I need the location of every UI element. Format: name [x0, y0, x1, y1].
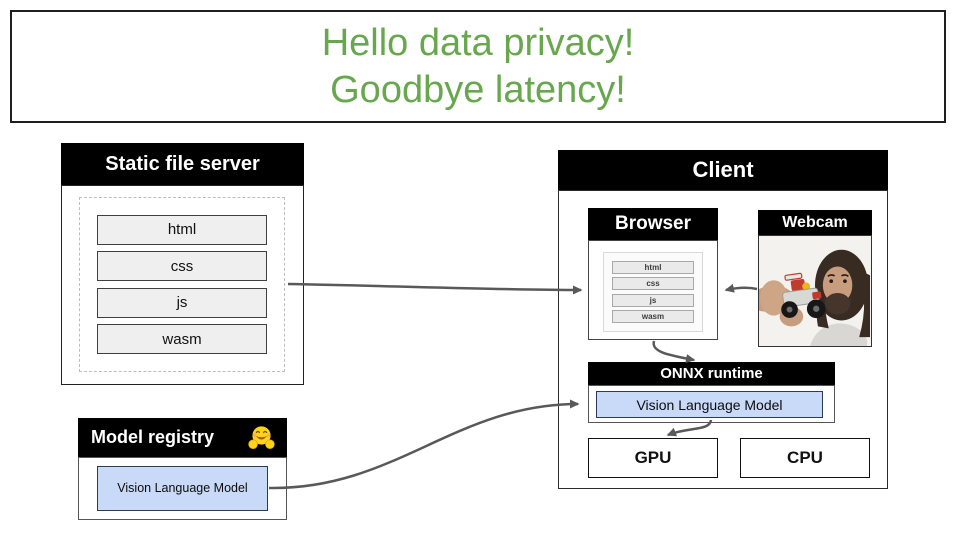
cpu-box: CPU [740, 438, 870, 478]
title-line-2: Goodbye latency! [330, 68, 626, 111]
model-registry-header: Model registry [78, 418, 287, 457]
gpu-box: GPU [588, 438, 718, 478]
slide-title-box: Hello data privacy! Goodbye latency! [10, 10, 946, 123]
browser-file-wasm: wasm [612, 310, 694, 324]
arrow-registry-to-onnx-vlm [268, 399, 580, 490]
webcam-header: Webcam [758, 210, 872, 235]
title-line-1: Hello data privacy! [321, 21, 635, 64]
file-item-css: css [97, 251, 267, 282]
hugging-face-emoji [248, 426, 275, 449]
onnx-vision-language-model: Vision Language Model [596, 391, 823, 418]
file-item-html: html [97, 214, 267, 245]
file-item-wasm: wasm [97, 324, 267, 355]
registry-vision-language-model: Vision Language Model [97, 466, 268, 511]
file-item-js: js [97, 287, 267, 318]
browser-file-js: js [612, 293, 694, 307]
client-title: Client [692, 157, 754, 182]
client-header: Client [558, 150, 888, 190]
browser-title: Browser [614, 213, 692, 234]
browser-file-css: css [612, 277, 694, 291]
model-registry-title: Model registry [91, 427, 215, 447]
browser-header: Browser [588, 208, 718, 240]
webcam-photo [758, 235, 872, 347]
arrow-server-to-browser [287, 282, 583, 295]
browser-file-html: html [612, 260, 694, 274]
static-file-server-header: Static file server [61, 143, 304, 185]
webcam-title: Webcam [782, 213, 848, 231]
onnx-runtime-header: ONNX runtime [588, 362, 835, 385]
browser-file-list: html css js wasm [603, 252, 703, 332]
static-file-server-title: Static file server [105, 152, 260, 175]
onnx-runtime-title: ONNX runtime [660, 365, 763, 382]
static-file-server-file-list: html css js wasm [79, 197, 285, 372]
